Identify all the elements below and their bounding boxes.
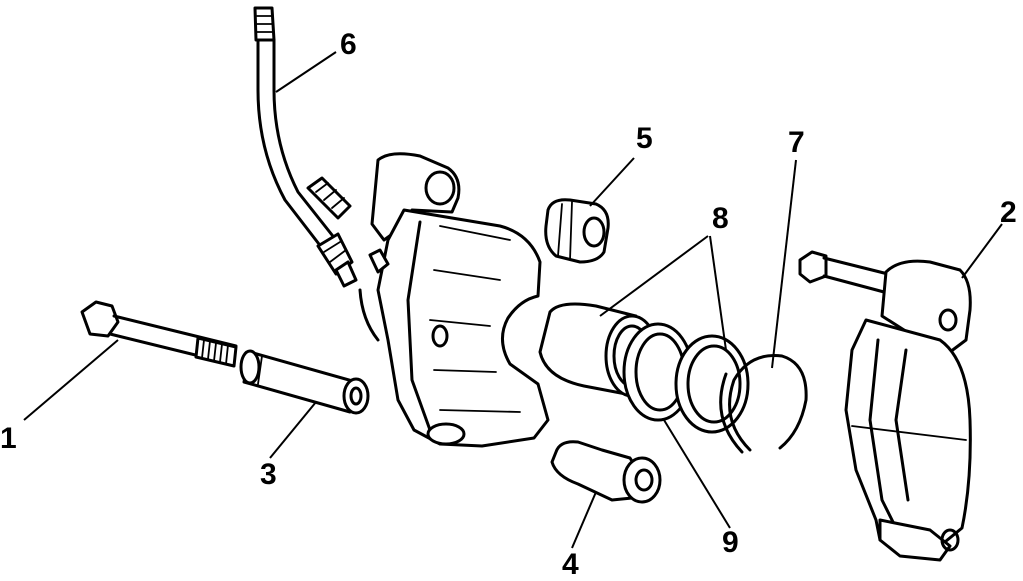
callout-4: 4 bbox=[562, 548, 579, 581]
guide-bush bbox=[550, 440, 662, 504]
bleed-screw bbox=[306, 176, 352, 220]
caliper-body bbox=[358, 152, 550, 448]
callout-3: 3 bbox=[260, 458, 277, 491]
callout-7: 7 bbox=[788, 126, 805, 159]
brake-pad bbox=[844, 318, 972, 562]
callout-9: 9 bbox=[722, 526, 739, 559]
callout-1: 1 bbox=[0, 422, 17, 455]
callout-6: 6 bbox=[340, 28, 357, 61]
guide-bolt bbox=[80, 300, 238, 368]
callout-2: 2 bbox=[1000, 196, 1017, 229]
brake-hose bbox=[253, 6, 358, 288]
dust-boot bbox=[544, 198, 610, 264]
callout-8: 8 bbox=[712, 202, 729, 235]
retaining-ring bbox=[719, 354, 808, 454]
leader-lines bbox=[23, 51, 1003, 549]
callout-5: 5 bbox=[636, 122, 653, 155]
piston-seal bbox=[674, 334, 750, 434]
guide-sleeve bbox=[239, 349, 370, 415]
